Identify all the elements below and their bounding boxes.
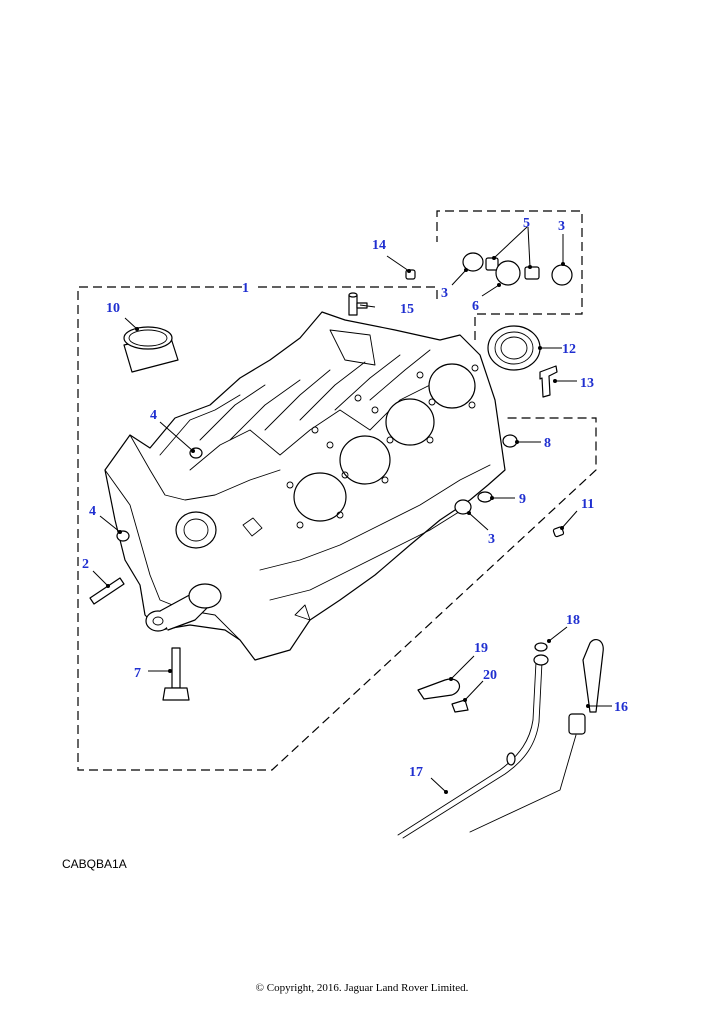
callout-13: 13 [580,376,594,391]
part-12-seal [487,325,541,371]
callout-12: 12 [562,342,576,357]
callout-15: 15 [400,302,414,317]
part-16-dipstick [469,639,604,833]
part-7-bolt [162,647,190,701]
leader-lines [92,226,612,793]
part-17-tube [397,661,543,839]
callout-4: 4 [89,504,96,519]
callout-3: 3 [441,286,448,301]
part-15-fitting [348,292,368,316]
part-2-stud [89,577,125,605]
plugs-group [462,252,573,286]
callout-19: 19 [474,641,488,656]
callout-1: 1 [242,281,249,296]
callout-8: 8 [544,436,551,451]
callout-5: 5 [523,216,530,231]
callout-labels: 1 2 3 3 3 3 4 4 5 6 7 8 9 10 11 12 13 14… [82,216,628,780]
part-20-screw [451,699,469,713]
part-10-liner [123,326,179,373]
part-18-washers [533,642,549,666]
callout-6: 6 [472,299,479,314]
part-9-plug [477,491,493,503]
callout-7: 7 [134,666,141,681]
part-13-bracket [539,365,558,398]
cylinder-block-drawing [104,311,506,661]
callout-2: 2 [82,557,89,572]
callout-16: 16 [614,700,628,715]
callout-9: 9 [519,492,526,507]
leader-dots [106,256,590,794]
diagram-reference-code: CABQBA1A [62,857,127,871]
callout-20: 20 [483,668,497,683]
callout-11: 11 [581,497,594,512]
callout-10: 10 [106,301,120,316]
part-8-plug [502,434,518,448]
part-3-plug-lower [454,499,472,515]
callout-3: 3 [558,219,565,234]
callout-17: 17 [409,765,423,780]
copyright-notice: © Copyright, 2016. Jaguar Land Rover Lim… [255,982,469,994]
callout-18: 18 [566,613,580,628]
callout-4: 4 [150,408,157,423]
assembly-boundary [77,210,597,771]
part-19-clip [417,678,461,700]
callout-3: 3 [488,532,495,547]
callout-14: 14 [372,238,386,253]
